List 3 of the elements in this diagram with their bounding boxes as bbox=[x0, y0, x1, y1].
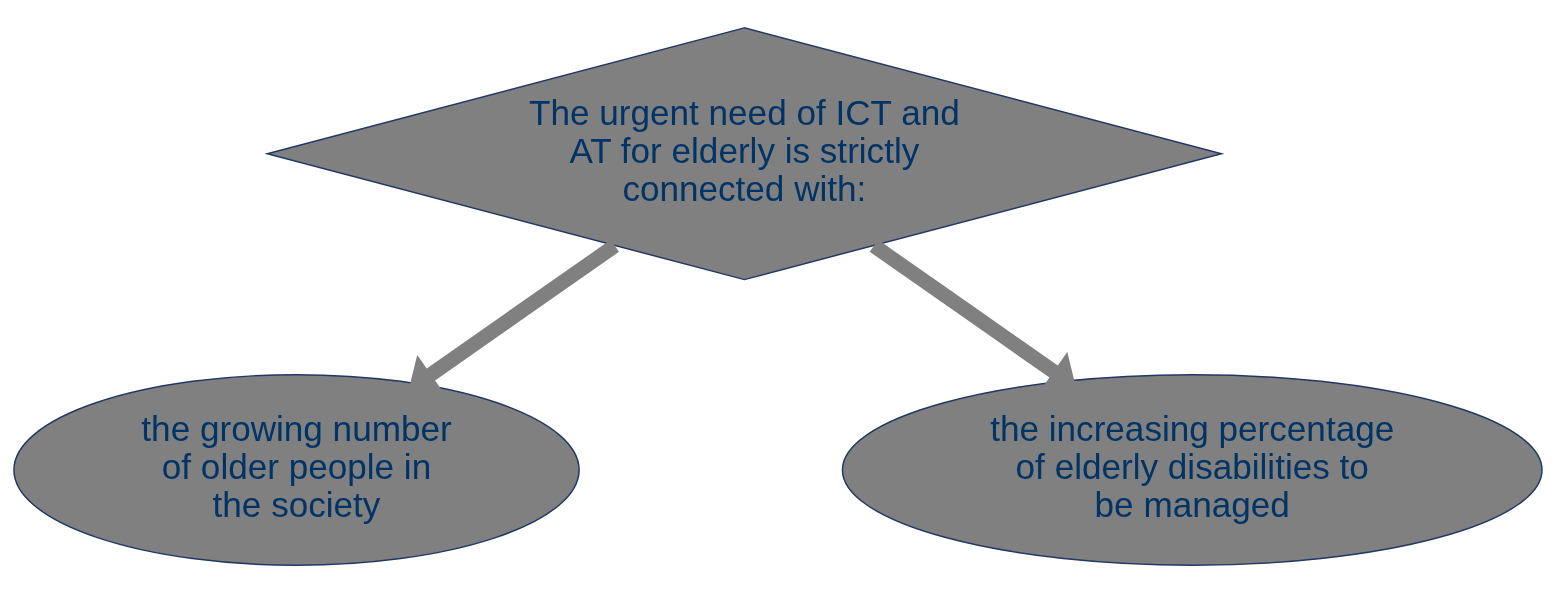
node-diamond: The urgent need of ICT and AT for elderly is strictly connected with: bbox=[264, 27, 1225, 281]
node-ellipse: the increasing percentage of elderly disabilities to be managed bbox=[841, 373, 1543, 566]
node-ellipse: the growing number of older people in the society bbox=[13, 373, 580, 566]
